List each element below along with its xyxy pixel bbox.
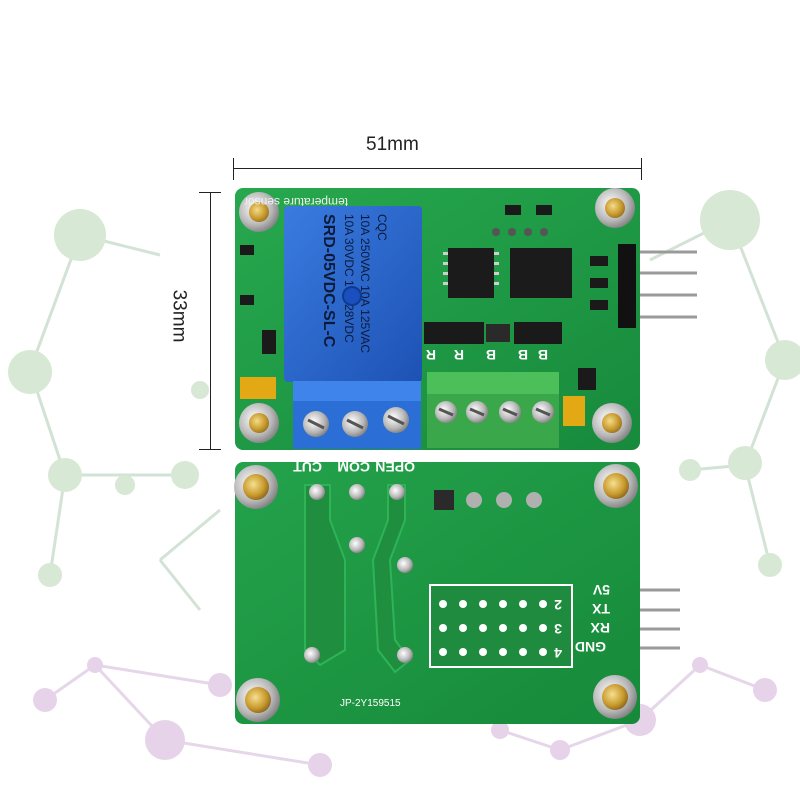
terminal-label-4: B bbox=[518, 347, 528, 363]
pad-row bbox=[466, 492, 542, 508]
pin-label-gnd: GND bbox=[575, 639, 606, 655]
terminal-label-3: B bbox=[486, 347, 496, 363]
pin-label-tx: TX bbox=[591, 601, 610, 617]
width-dimension-line bbox=[233, 168, 642, 169]
network-node bbox=[8, 350, 52, 394]
blue-terminal-screws bbox=[303, 407, 409, 437]
bottom-mounting-hole-bottom-left bbox=[236, 678, 280, 722]
relay-model: SRD-05VDC-SL-C bbox=[320, 214, 337, 348]
tantalum-capacitor-2 bbox=[563, 396, 585, 426]
network-node bbox=[208, 673, 232, 697]
mounting-hole-bottom-left bbox=[239, 403, 279, 443]
mounting-hole-bottom-right bbox=[592, 403, 632, 443]
network-node bbox=[87, 657, 103, 673]
height-dimension-line bbox=[210, 192, 211, 450]
relay-solder-joints bbox=[304, 484, 413, 663]
header-number-3: 3 bbox=[554, 621, 562, 637]
ic-chip-1 bbox=[448, 248, 494, 298]
header-number-4: 4 bbox=[554, 645, 562, 661]
network-node bbox=[38, 563, 62, 587]
network-node bbox=[550, 740, 570, 760]
network-node bbox=[491, 721, 509, 739]
pin-label-rx: RX bbox=[590, 620, 610, 636]
network-node bbox=[753, 678, 777, 702]
bottom-mounting-hole-top-right bbox=[594, 464, 638, 508]
label-com: COM bbox=[337, 459, 370, 475]
header-housing bbox=[618, 244, 636, 328]
network-node bbox=[191, 381, 209, 399]
ic-chip-2 bbox=[510, 248, 572, 298]
mounting-hole-top-right bbox=[595, 188, 635, 228]
relay-rating-1: 10A 250VAC 10A 125VAC bbox=[358, 214, 372, 353]
green-terminal-screws bbox=[435, 401, 554, 423]
height-dimension-tick-bottom bbox=[199, 449, 221, 450]
network-node bbox=[171, 461, 199, 489]
part-number: JP-2Y159515 bbox=[340, 698, 401, 709]
network-node bbox=[700, 190, 760, 250]
network-node bbox=[765, 340, 800, 380]
header-grid-dots bbox=[439, 600, 547, 656]
jumper-pins bbox=[486, 324, 510, 342]
mounting-hole-top-left bbox=[239, 192, 279, 232]
network-node bbox=[308, 753, 332, 777]
bottom-mounting-hole-bottom-right bbox=[593, 675, 637, 719]
bottom-mounting-hole-top-left bbox=[234, 465, 278, 509]
terminal-label-1: R bbox=[426, 347, 436, 363]
width-dimension-tick-right bbox=[641, 158, 642, 180]
network-node bbox=[33, 688, 57, 712]
label-cut: CUT bbox=[293, 459, 322, 475]
label-open: OPEN bbox=[375, 459, 415, 475]
network-node bbox=[758, 553, 782, 577]
square-pad bbox=[434, 490, 454, 510]
relay-print: CQC 10A 250VAC 10A 125VAC 10A 30VDC 10A … bbox=[320, 214, 389, 353]
width-label: 51mm bbox=[366, 134, 419, 155]
terminal-label-2: R bbox=[454, 347, 464, 363]
height-dimension-tick-top bbox=[199, 192, 221, 193]
network-node bbox=[54, 209, 106, 261]
terminal-label-5: B bbox=[538, 347, 548, 363]
relay-dot bbox=[342, 286, 362, 306]
jumper-2 bbox=[514, 322, 562, 344]
header-number-2: 2 bbox=[554, 597, 562, 613]
tantalum-capacitor bbox=[240, 377, 276, 399]
network-node bbox=[145, 720, 185, 760]
network-node bbox=[48, 458, 82, 492]
terminal-labels: R R B B B bbox=[426, 347, 548, 363]
network-node bbox=[728, 446, 762, 480]
relay-rating-2: 10A 30VDC 10A 28VDC bbox=[342, 214, 356, 343]
header-pins bbox=[630, 250, 697, 319]
top-silkscreen-title: temperature sensor bbox=[244, 195, 348, 209]
width-dimension-tick-left bbox=[233, 158, 234, 180]
jumper-1 bbox=[424, 322, 484, 344]
network-node bbox=[115, 475, 135, 495]
relay-brand: CQC bbox=[375, 214, 389, 241]
network-node bbox=[679, 459, 701, 481]
pin-label-5v: 5V bbox=[592, 582, 610, 598]
network-node bbox=[692, 657, 708, 673]
